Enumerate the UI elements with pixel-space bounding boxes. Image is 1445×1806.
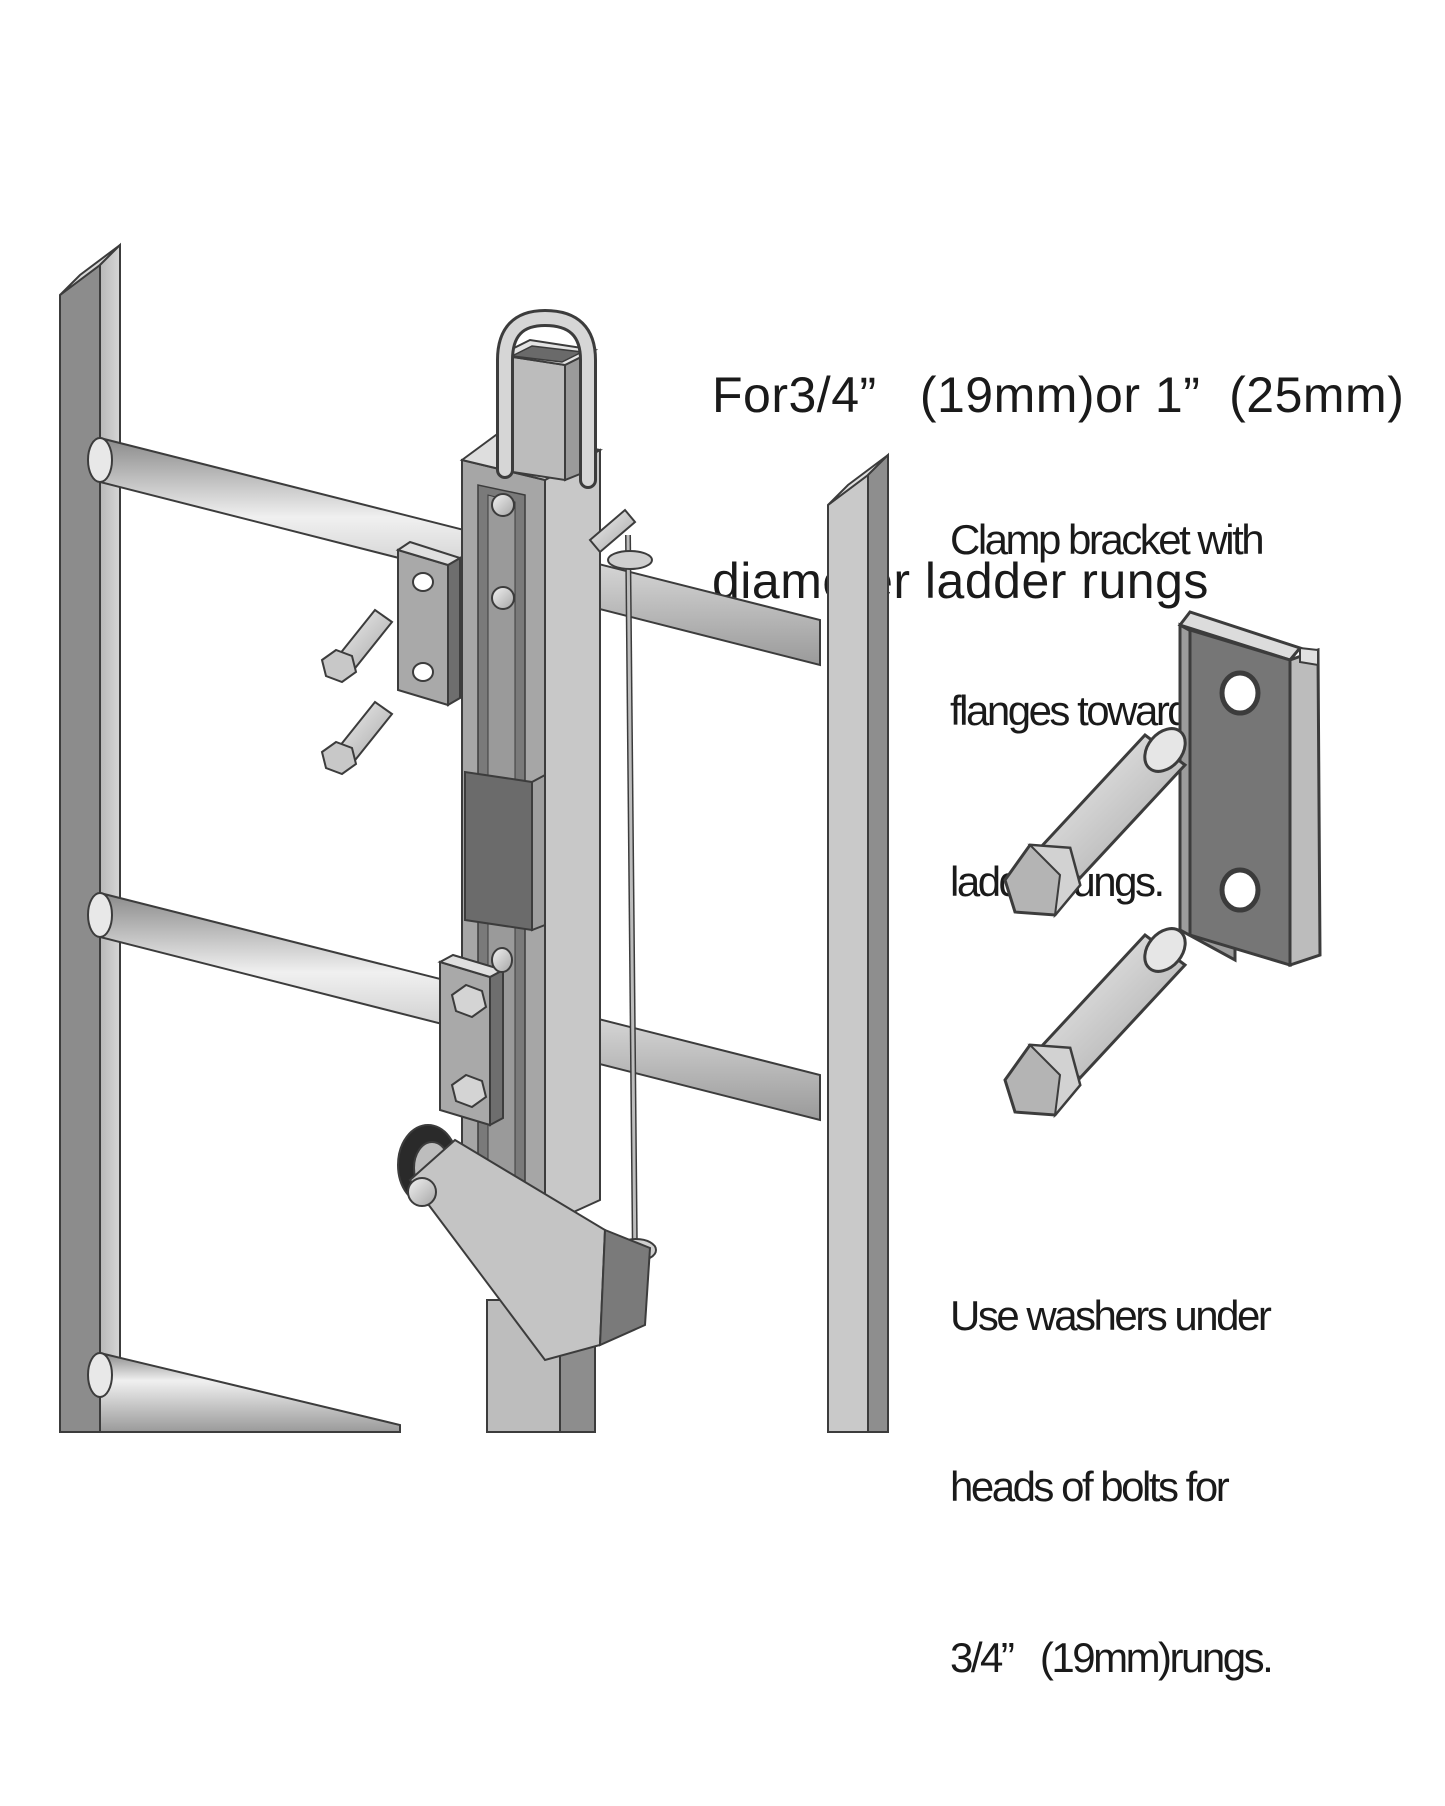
washer-note-line-3: 3/4” (19mm)rungs. [950,1634,1274,1681]
washer-note: Use washers under heads of bolts for 3/4… [950,1173,1274,1743]
loose-bolt-upper [320,608,394,684]
washer-note-line-2: heads of bolts for [950,1463,1230,1510]
title-line-2: diameter ladder rungs [712,553,1209,609]
detail-clamp-bracket [1177,610,1322,968]
loose-bolt-lower [320,700,394,776]
washer-note-line-1: Use washers under [950,1292,1272,1339]
ladder-rung-bottom [87,1351,401,1433]
bottom-mount-bracket [397,1124,652,1362]
detail-bolt-upper [1003,727,1188,919]
detail-bolt-lower [1003,927,1188,1119]
left-ladder-rail [59,242,121,1433]
lower-clamp-bracket [437,947,513,1127]
title-line-1: For3/4” (19mm)or 1” (25mm) [712,367,1405,423]
right-ladder-rail [827,452,889,1433]
upper-clamp-bracket [395,540,463,707]
bracket-note-line-1: Clamp bracket with [950,516,1265,563]
instruction-title: For3/4” (19mm)or 1” (25mm) diameter ladd… [712,240,1404,674]
